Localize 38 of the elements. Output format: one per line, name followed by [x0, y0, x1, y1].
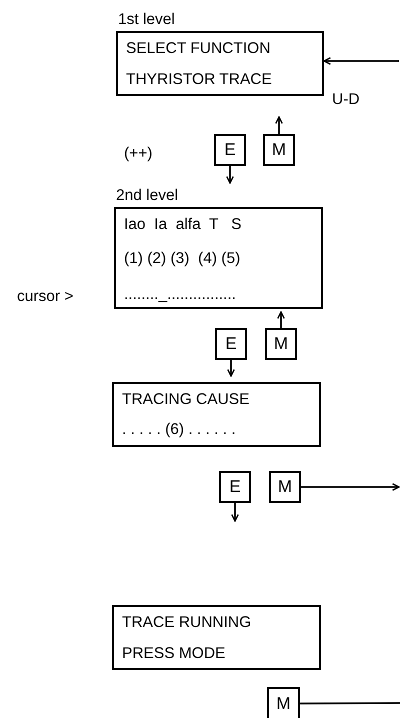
- note-text: (++): [124, 145, 152, 163]
- display-text: (1) (2) (3) (4) (5): [124, 250, 240, 268]
- key-label: E: [224, 140, 236, 160]
- display-text: TRACING CAUSE: [122, 391, 250, 409]
- key-label: M: [274, 334, 288, 354]
- key-box: [219, 471, 251, 503]
- display-text: THYRISTOR TRACE: [126, 71, 272, 89]
- display-text: SELECT FUNCTION: [126, 40, 270, 58]
- arrow: [323, 57, 399, 65]
- key-box: [263, 134, 295, 166]
- display-text: TRACE RUNNING: [122, 614, 252, 632]
- level-heading: 2nd level: [116, 187, 178, 205]
- arrow: [301, 483, 400, 491]
- display-box: [112, 382, 321, 447]
- key-label: M: [278, 477, 292, 497]
- key-box: [267, 687, 300, 718]
- display-box: [112, 605, 321, 670]
- cursor-label: cursor >: [17, 288, 74, 306]
- arrow: [277, 311, 285, 328]
- key-note: U-D: [332, 91, 360, 109]
- key-label: E: [229, 477, 241, 497]
- key-box: [214, 134, 246, 166]
- key-label: M: [276, 694, 291, 714]
- arrow: [226, 166, 234, 184]
- connector-line: [300, 702, 400, 704]
- level-heading: 1st level: [118, 11, 175, 29]
- display-text: . . . . . (6) . . . . . .: [122, 421, 236, 439]
- key-box: [265, 328, 297, 360]
- key-box: [269, 471, 301, 503]
- arrow: [275, 116, 283, 134]
- display-text: ........_................: [124, 286, 236, 304]
- key-label: E: [225, 334, 237, 354]
- display-text: Iao Ia alfa T S: [124, 216, 242, 234]
- key-box: [215, 328, 247, 360]
- display-text: PRESS MODE: [122, 645, 226, 663]
- arrow: [231, 503, 239, 522]
- arrow: [227, 360, 235, 377]
- key-label: M: [272, 140, 286, 160]
